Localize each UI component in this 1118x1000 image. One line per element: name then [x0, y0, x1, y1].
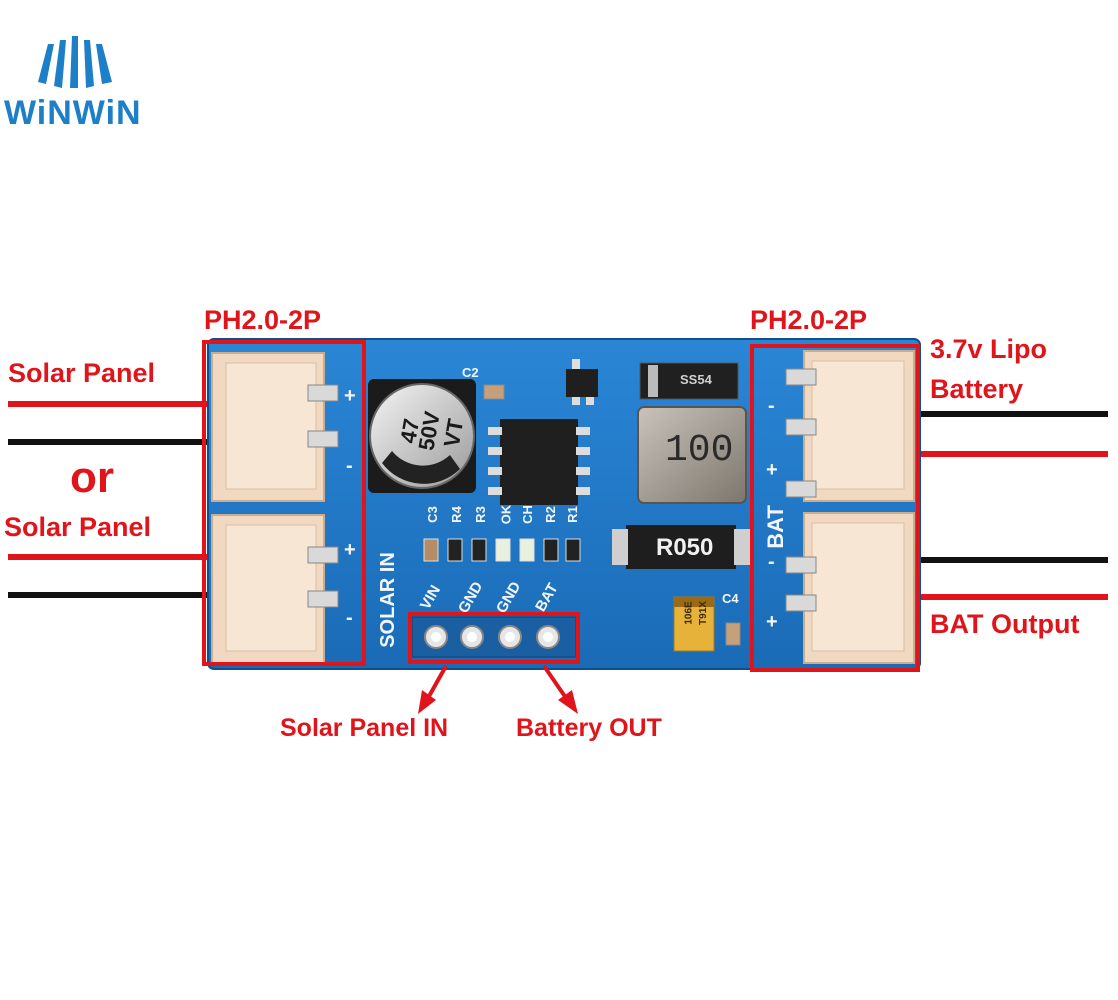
label-solar-panel-2: Solar Panel — [4, 512, 152, 542]
minus-left-top: - — [346, 455, 353, 477]
arrow-solar-in-icon — [418, 665, 448, 714]
minus-right-bottom: - — [768, 551, 775, 573]
smd-resistor-row — [423, 538, 581, 562]
wire-red-right-top — [905, 451, 1108, 457]
label-ph-right: PH2.0-2P — [750, 305, 868, 335]
wire-red-right-bottom — [905, 594, 1108, 600]
shunt-marking: R050 — [656, 534, 714, 561]
pcb-board — [207, 338, 921, 670]
highlight-box-header — [408, 612, 580, 664]
minus-right-top: - — [768, 395, 775, 417]
plus-right-top: + — [766, 459, 778, 481]
arrow-battery-out-icon — [542, 664, 578, 714]
label-battery-out: Battery OUT — [516, 714, 662, 742]
wire-black-bottom — [8, 592, 213, 598]
wire-black-right-top — [905, 411, 1108, 417]
ic-chip — [488, 419, 590, 505]
brand-logo — [38, 36, 112, 88]
highlight-box-right — [750, 344, 920, 672]
connector-left-top — [211, 352, 339, 502]
brand-name: WiNWiN — [4, 94, 142, 132]
label-bat-output: BAT Output — [930, 609, 1080, 639]
wire-red-bottom — [8, 554, 213, 560]
power-inductor — [637, 406, 747, 504]
plus-left-bottom: + — [344, 539, 356, 561]
electrolytic-capacitor — [368, 379, 476, 493]
inductor-marking: 100 — [665, 429, 734, 472]
silk-c2: C2 — [462, 365, 479, 380]
wire-red-top — [8, 401, 213, 407]
label-lipo-line2: Battery — [930, 374, 1024, 404]
wire-black-top — [8, 439, 213, 445]
plus-right-bottom: + — [766, 611, 778, 633]
wires-left — [8, 401, 213, 598]
label-ph-left: PH2.0-2P — [204, 305, 322, 335]
label-solar-panel-1: Solar Panel — [8, 358, 156, 388]
connector-right-top — [785, 350, 915, 502]
diode-marking: SS54 — [680, 372, 712, 387]
connector-right-bottom — [785, 512, 915, 664]
silk-c4: C4 — [722, 591, 739, 606]
schottky-diode — [639, 362, 739, 400]
capacitor-c4 — [725, 622, 741, 646]
connector-left-bottom — [211, 514, 339, 664]
label-lipo-line1: 3.7v Lipo — [930, 334, 1048, 364]
capacitor-c2 — [483, 384, 505, 400]
shunt-resistor — [612, 525, 750, 569]
label-or: or — [70, 453, 114, 502]
highlight-box-left — [202, 340, 366, 666]
plus-left-top: + — [344, 385, 356, 407]
wires-right — [905, 411, 1108, 600]
logo-signal-bars-icon — [38, 36, 112, 88]
minus-left-bottom: - — [346, 607, 353, 629]
sot-transistor — [566, 359, 598, 405]
label-solar-in: Solar Panel IN — [280, 714, 449, 742]
wire-black-right-bottom — [905, 557, 1108, 563]
tantalum-capacitor — [673, 596, 715, 652]
